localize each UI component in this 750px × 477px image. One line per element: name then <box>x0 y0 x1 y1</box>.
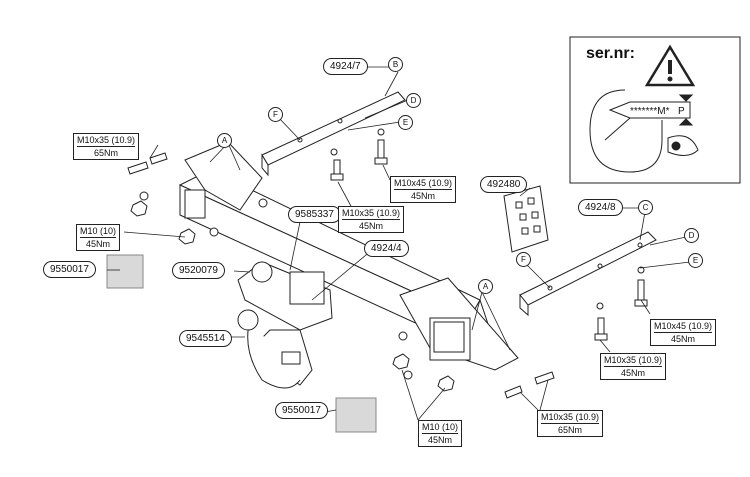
marker-b: B <box>388 57 403 72</box>
callout-torque: 45Nm <box>428 435 453 445</box>
callout-spec: M10x35 (10.9) <box>342 208 401 220</box>
part-label-9550017-bottom: 9550017 <box>275 402 328 419</box>
control-plate <box>503 185 549 253</box>
callout-bolt-m10x35-topleft: M10x35 (10.9) 65Nm <box>73 133 140 160</box>
callout-bolt-m10x35-left: M10x35 (10.9) 45Nm <box>338 206 405 233</box>
callout-torque: 45Nm <box>359 221 384 231</box>
callout-nut-m10-bottom: M10 (10) 45Nm <box>418 420 463 447</box>
marker-a-right: A <box>478 279 493 294</box>
bag-icons <box>106 254 377 433</box>
marker-c: C <box>638 200 653 215</box>
callout-torque: 65Nm <box>558 425 583 435</box>
bolt-icons <box>127 128 648 399</box>
serial-number-title: ser.nr: <box>586 45 635 62</box>
main-crossbeam <box>178 141 519 371</box>
serial-plate-p: P <box>678 106 685 117</box>
marker-d-right: D <box>684 228 699 243</box>
marker-d-left: D <box>406 93 421 108</box>
marker-a-left: A <box>217 133 232 148</box>
serial-plate-text: *******M* <box>630 106 670 117</box>
part-label-4924-4: 4924/4 <box>364 240 409 257</box>
part-label-9585337: 9585337 <box>288 206 341 223</box>
callout-torque: 45Nm <box>621 368 646 378</box>
callout-bolt-m10x35-bottom: M10x35 (10.9) 65Nm <box>537 410 604 437</box>
callout-torque: 45Nm <box>411 191 436 201</box>
warning-triangle-icon <box>644 44 696 87</box>
callout-bolt-m10x45-left: M10x45 (10.9) 45Nm <box>390 176 457 203</box>
side-rail-left <box>261 91 406 177</box>
marker-e-left: E <box>398 115 413 130</box>
marker-f-left: F <box>268 107 283 122</box>
callout-bolt-m10x45-right: M10x45 (10.9) 45Nm <box>650 319 717 346</box>
callout-torque: 45Nm <box>671 334 696 344</box>
part-label-492480: 492480 <box>480 176 528 193</box>
callout-torque: 45Nm <box>86 239 111 249</box>
callout-spec: M10x45 (10.9) <box>654 321 713 333</box>
callout-torque: 65Nm <box>94 148 119 158</box>
callout-spec: M10x35 (10.9) <box>77 135 136 147</box>
part-label-4924-8: 4924/8 <box>578 199 623 216</box>
tow-ball-assembly <box>237 261 333 389</box>
part-label-4924-7: 4924/7 <box>323 58 368 75</box>
callout-bolt-m10x35-right: M10x35 (10.9) 45Nm <box>600 353 667 380</box>
callout-spec: M10x35 (10.9) <box>604 355 663 367</box>
callout-spec: M10x45 (10.9) <box>394 178 453 190</box>
side-rail-right <box>519 231 657 317</box>
plate-outline <box>589 89 663 173</box>
part-label-9550017-top: 9550017 <box>43 261 96 278</box>
part-label-9545514: 9545514 <box>179 330 232 347</box>
marker-e-right: E <box>688 253 703 268</box>
callout-spec: M10 (10) <box>80 226 117 238</box>
callout-spec: M10 (10) <box>422 422 459 434</box>
callout-spec: M10x35 (10.9) <box>541 412 600 424</box>
marker-f-right: F <box>516 252 531 267</box>
callout-nut-m10-left: M10 (10) 45Nm <box>76 224 121 251</box>
part-label-9520079: 9520079 <box>172 262 225 279</box>
